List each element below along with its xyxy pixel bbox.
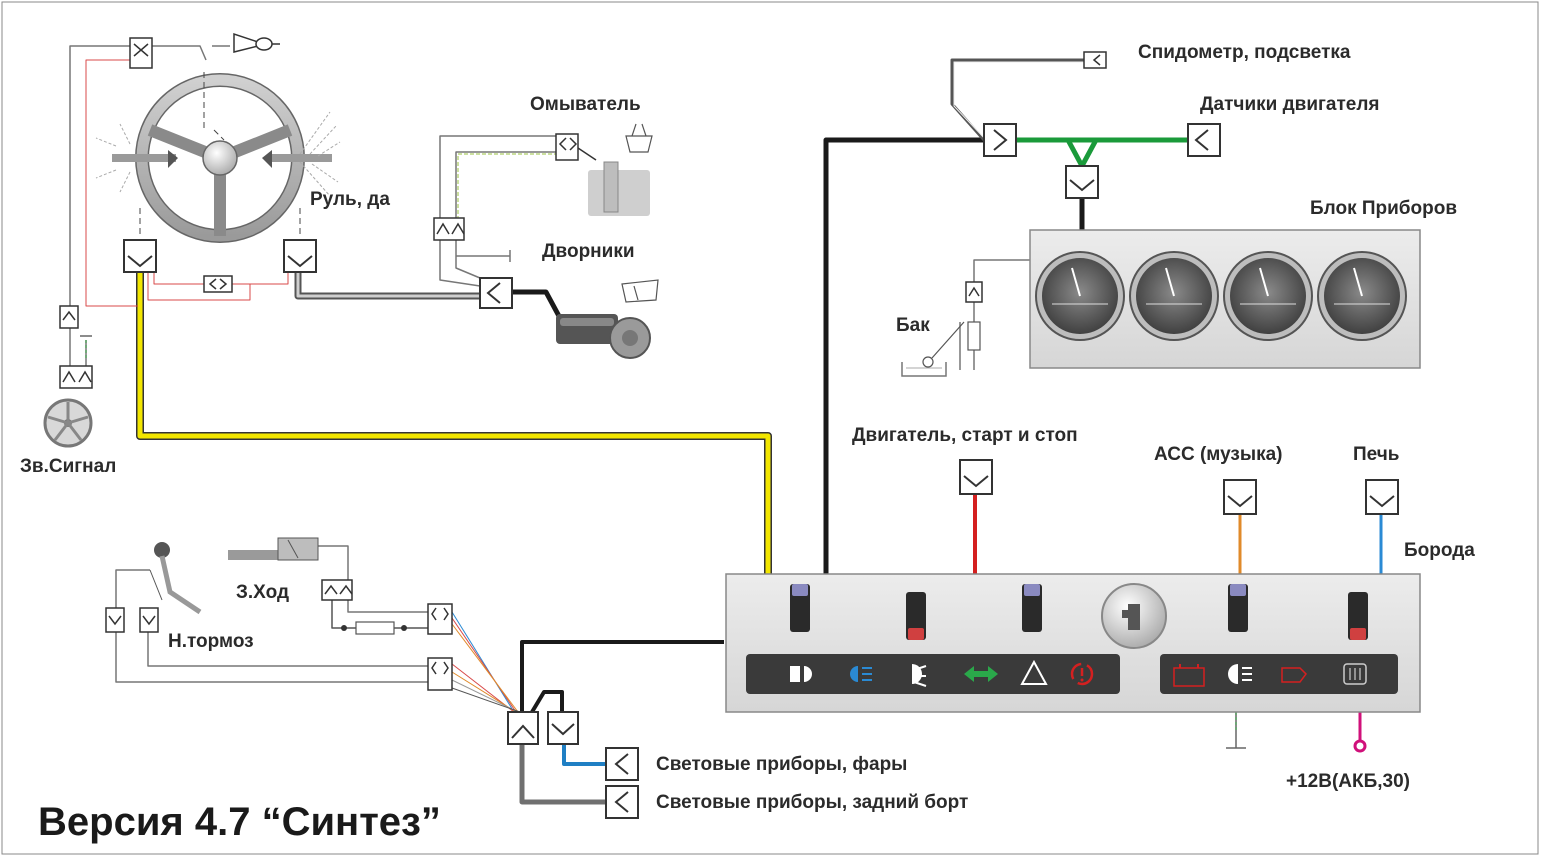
- gauge-icon: [1317, 251, 1407, 341]
- version-title: Версия 4.7 “Синтез”: [38, 800, 441, 844]
- fog-light-icon: [912, 664, 927, 687]
- label-tank: Бак: [896, 315, 930, 336]
- connector-icon: [59, 365, 93, 389]
- connector-icon: [123, 239, 157, 273]
- toggle-switch[interactable]: [790, 584, 810, 632]
- connector-icon: [1365, 479, 1399, 515]
- connector-icon: [983, 123, 1017, 157]
- connector-icon: [605, 747, 639, 781]
- rear-fog-icon: [1228, 664, 1252, 684]
- connector-icon: [507, 711, 539, 745]
- gauge-icon: [1035, 251, 1125, 341]
- label-wipers: Дворники: [542, 241, 635, 262]
- reverse-switch-icon: [228, 537, 319, 561]
- power-pin-icon: [1353, 739, 1367, 753]
- steering-wheel-icon: [95, 72, 341, 243]
- tank-icon: [901, 321, 981, 377]
- connector-icon: [433, 217, 465, 241]
- connector-icon: [605, 785, 639, 819]
- low-beam-icon: [790, 666, 812, 682]
- connectors: [59, 37, 1399, 819]
- gauge-icon: [1223, 251, 1313, 341]
- connector-icon: [129, 37, 153, 69]
- wheel-icon: [43, 398, 93, 448]
- label-horn: Зв.Сигнал: [20, 456, 117, 477]
- label-handbrake: Н.тормоз: [168, 631, 254, 652]
- label-lights-rear: Световые приборы, задний борт: [656, 792, 969, 813]
- high-beam-icon: [850, 666, 872, 682]
- label-panel: Борода: [1404, 540, 1475, 561]
- label-reverse: З.Ход: [236, 582, 290, 603]
- hazard-icon: [1020, 659, 1048, 685]
- connector-icon: [965, 281, 983, 303]
- toggle-switch[interactable]: [1022, 584, 1042, 632]
- toggle-switch[interactable]: [906, 592, 926, 640]
- label-engine-start-stop: Двигатель, старт и стоп: [852, 425, 1078, 446]
- connector-icon: [1083, 51, 1107, 69]
- connector-icon: [1065, 165, 1099, 199]
- brake-warning-icon: [1070, 662, 1094, 686]
- connector-icon: [105, 607, 125, 633]
- connector-icon: [203, 275, 233, 293]
- connector-icon: [139, 607, 159, 633]
- washer-reservoir-icon: [588, 123, 653, 216]
- label-acc: АСС (музыка): [1154, 444, 1283, 465]
- connector-icon: [427, 603, 453, 635]
- green-wire-sensors: [1016, 137, 1188, 168]
- connector-icon: [1223, 479, 1257, 515]
- connector-icon: [283, 239, 317, 273]
- turn-signal-icon: [964, 666, 998, 682]
- label-speedometer: Спидометр, подсветка: [1138, 42, 1351, 63]
- connector-icon: [59, 305, 79, 329]
- toggle-switch[interactable]: [1348, 592, 1368, 640]
- ignition-lock-icon[interactable]: [1101, 583, 1167, 649]
- connector-icon: [1187, 123, 1221, 157]
- battery-icon: [1173, 664, 1205, 687]
- yellow-wire: [136, 272, 772, 574]
- handbrake-icon: [149, 542, 202, 615]
- black-wire-instruments: [823, 137, 984, 574]
- label-engine-sensors: Датчики двигателя: [1200, 94, 1380, 115]
- label-washer: Омыватель: [530, 94, 641, 115]
- connector-icon: [555, 133, 579, 161]
- connector-icon: [959, 459, 993, 495]
- connector-icon: [427, 657, 453, 691]
- toggle-switch[interactable]: [1228, 584, 1248, 632]
- gauge-icon: [1129, 251, 1219, 341]
- connector-icon: [479, 277, 513, 309]
- connector-icon: [321, 579, 353, 601]
- wiper-motor-icon: [556, 279, 659, 359]
- instrument-cluster: [1029, 229, 1421, 369]
- connector-icon: [547, 711, 579, 745]
- label-heater: Печь: [1353, 444, 1400, 465]
- horn-icon: [233, 32, 280, 53]
- label-lights-front: Световые приборы, фары: [656, 754, 908, 775]
- label-steering: Руль, да: [310, 189, 390, 210]
- control-panel: [725, 573, 1421, 713]
- rear-defrost-icon: [1343, 663, 1367, 685]
- fuse-icon: [341, 621, 407, 635]
- black-wire-lights: [520, 640, 724, 712]
- label-instrument-block: Блок Приборов: [1310, 198, 1458, 219]
- oil-pressure-icon: [1281, 667, 1307, 683]
- wires: [69, 45, 1383, 805]
- label-power: +12В(АКБ,30): [1286, 771, 1410, 792]
